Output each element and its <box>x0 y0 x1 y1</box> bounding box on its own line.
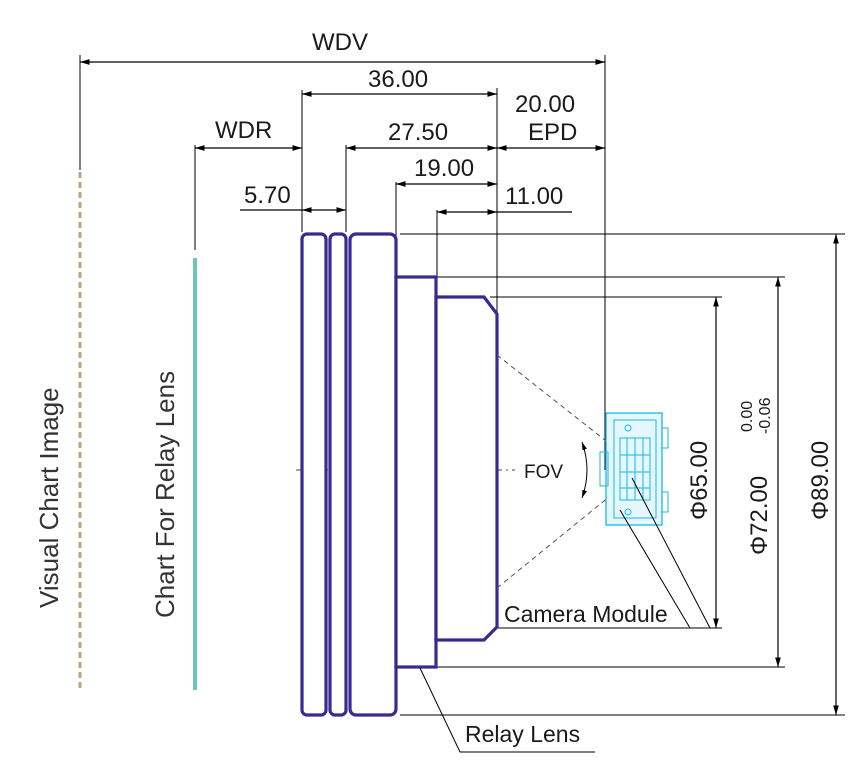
diameter-dimensions <box>400 233 845 716</box>
wdr-label: WDR <box>215 117 272 144</box>
dimension-lines <box>80 59 605 215</box>
epd-label: EPD <box>528 119 577 146</box>
visual-chart-image-label: Visual Chart Image <box>34 387 64 608</box>
dim-5-70: 5.70 <box>244 182 291 209</box>
phi-72-label: Φ72.00 <box>746 476 773 555</box>
tolerance-lower: -0.06 <box>757 397 774 434</box>
chart-for-relay-lens-label: Chart For Relay Lens <box>150 371 180 618</box>
dim-36: 36.00 <box>368 66 428 93</box>
tolerance-upper: 0.00 <box>739 401 756 432</box>
camera-module-drawing <box>599 412 669 526</box>
fov-rays <box>496 354 621 589</box>
dim-19: 19.00 <box>414 155 474 182</box>
relay-lens-body <box>300 232 499 717</box>
wdv-label: WDV <box>312 29 368 56</box>
phi-89-label: Φ89.00 <box>807 441 834 520</box>
dim-11: 11.00 <box>505 183 563 210</box>
fov-label: FOV <box>524 462 563 483</box>
camera-module-label: Camera Module <box>504 601 668 627</box>
camera-module-leader-2 <box>619 509 691 629</box>
relay-lens-leader <box>419 667 595 753</box>
phi-65-label: Φ65.00 <box>686 441 713 520</box>
dim-27-50: 27.50 <box>388 119 448 146</box>
dim-20: 20.00 <box>515 91 575 118</box>
relay-lens-label: Relay Lens <box>465 721 580 747</box>
